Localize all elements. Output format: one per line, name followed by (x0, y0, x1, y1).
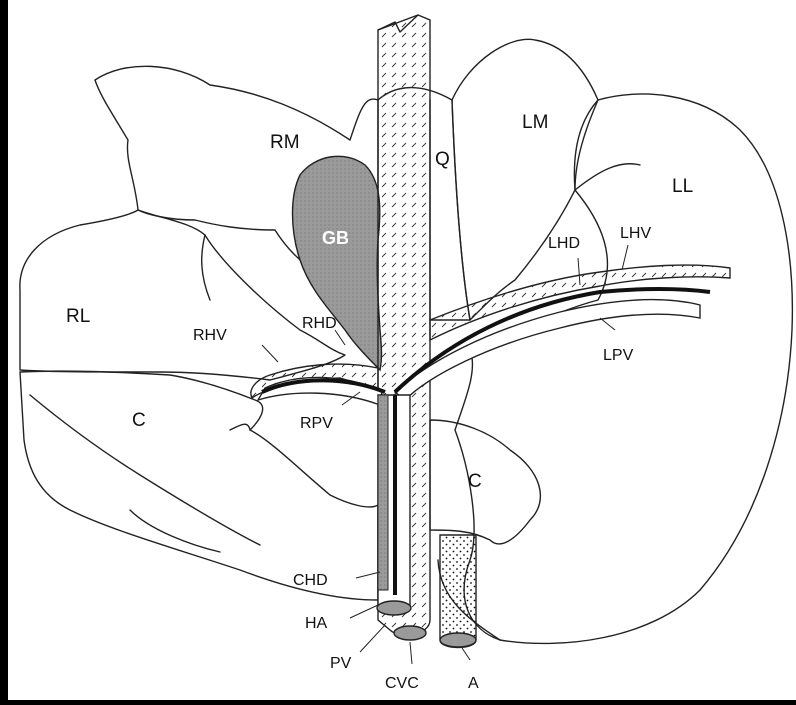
label-rpv: RPV (300, 415, 333, 432)
label-lhv: LHV (620, 225, 651, 242)
label-lpv: LPV (603, 347, 634, 364)
caudate-right-notch (230, 424, 250, 430)
common-hepatic-duct (378, 395, 388, 590)
label-c-left: C (468, 471, 482, 492)
label-c-right: C (132, 410, 146, 431)
aorta-end (440, 633, 476, 647)
aorta (440, 535, 476, 648)
label-ll: LL (672, 176, 693, 197)
caudate-process-right (20, 371, 378, 600)
label-cvc: CVC (385, 675, 419, 692)
label-q: Q (435, 149, 450, 170)
label-rhv: RHV (193, 327, 227, 344)
cvc-end (394, 626, 426, 640)
portal-vein-end (377, 601, 411, 615)
gallbladder (293, 156, 382, 370)
left-portal-vein (395, 300, 700, 400)
label-rhd: RHD (302, 315, 337, 332)
caudate-process-left (430, 420, 540, 544)
label-ha: HA (305, 615, 328, 632)
label-chd: CHD (293, 572, 328, 589)
label-lm: LM (522, 112, 548, 133)
caudate-right-inner2 (130, 510, 220, 552)
left-lateral-fissure (575, 164, 640, 190)
right-lobe-fissure (202, 235, 210, 300)
label-lhd: LHD (548, 235, 580, 252)
label-rm: RM (270, 132, 300, 153)
label-rl: RL (66, 306, 90, 327)
label-gb: GB (322, 228, 349, 248)
left-lateral-lobe (455, 94, 792, 643)
label-a: A (468, 675, 479, 692)
label-pv: PV (330, 655, 352, 672)
